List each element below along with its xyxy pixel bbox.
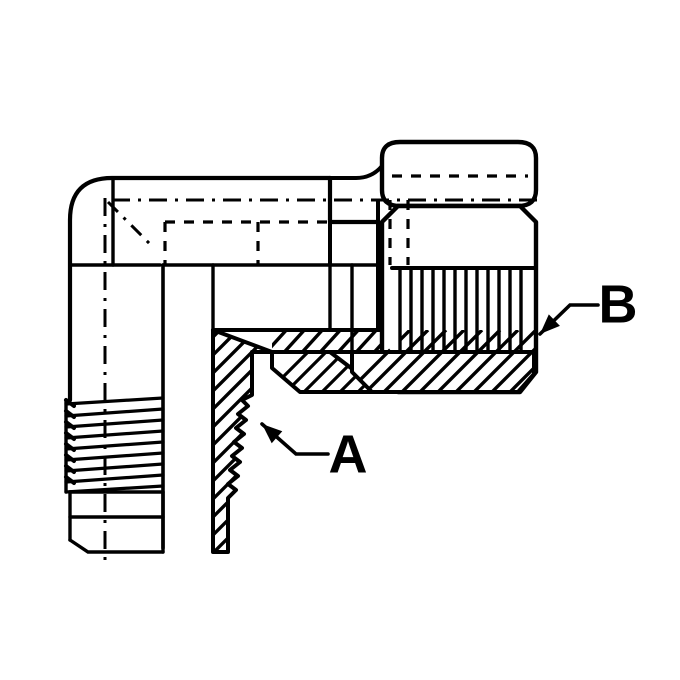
- callout-a[interactable]: A: [260, 422, 368, 484]
- callout-b-label: B: [599, 274, 638, 334]
- swivel-nut: [379, 139, 539, 209]
- hidden-lines: [163, 174, 528, 265]
- centerlines: [103, 198, 540, 560]
- nut-shoulder-fillet: [330, 164, 384, 180]
- callout-b-arrowhead: [540, 314, 560, 334]
- body-detail-lines: [111, 176, 354, 554]
- flare-nose-chamfer: [68, 538, 165, 554]
- male-thread-crest-ticks: [64, 398, 76, 485]
- callout-b[interactable]: B: [538, 274, 638, 336]
- male-thread-lines: [64, 396, 165, 494]
- callout-a-label: A: [329, 424, 368, 484]
- centerline-diagonal: [106, 200, 154, 248]
- elbow-outer-contour: [67, 175, 333, 403]
- nut-shoulder: [328, 164, 384, 330]
- callout-a-arrowhead: [262, 424, 283, 444]
- nut-top-cap: [379, 139, 539, 209]
- elbow-body: [67, 175, 333, 403]
